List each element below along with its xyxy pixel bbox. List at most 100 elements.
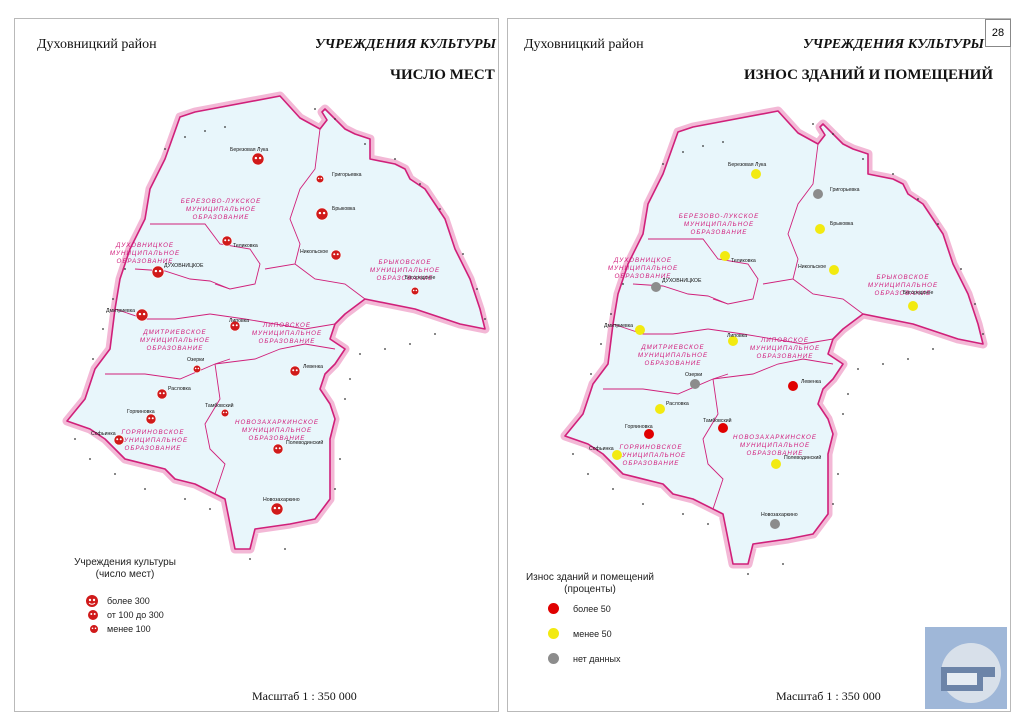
region-name: Духовницкий район	[37, 37, 157, 52]
settlement-label: Левенка	[303, 364, 323, 370]
wear-status-dot	[690, 379, 700, 389]
theatre-mask-icon	[221, 235, 233, 247]
legend-item-under-50: менее 50	[548, 628, 612, 639]
legend-title-line2: (проценты)	[564, 584, 616, 595]
scale-label: Масштаб 1 : 350 000	[776, 689, 881, 703]
neighbor-label-mark	[747, 573, 749, 575]
district-border	[564, 110, 984, 565]
theme-title: УЧРЕЖДЕНИЯ КУЛЬТУРЫ	[315, 37, 497, 52]
neighbor-label-mark	[334, 118, 336, 120]
municipality-border	[612, 323, 709, 335]
theatre-mask-icon	[85, 594, 99, 608]
wear-status-dot	[720, 251, 730, 261]
theatre-mask-icon	[151, 265, 165, 279]
municipality-border	[209, 313, 336, 330]
neighbor-label-mark	[662, 163, 664, 165]
municipality-border	[702, 378, 724, 515]
wear-status-dot	[635, 325, 645, 335]
neighbor-label-mark	[974, 303, 976, 305]
map-title: ИЗНОС ЗДАНИЙ И ПОМЕЩЕНИЙ	[744, 67, 993, 83]
neighbor-label-mark	[74, 438, 76, 440]
neighbor-label-mark	[832, 133, 834, 135]
theatre-mask-icon	[145, 413, 157, 425]
theatre-mask-icon	[330, 249, 342, 261]
neighbor-label-mark	[782, 563, 784, 565]
neighbor-label-mark	[89, 458, 91, 460]
settlement-label: Липовка	[727, 333, 747, 339]
wear-status-dot	[655, 404, 665, 414]
legend-title: Учреждения культуры (число мест)	[65, 557, 185, 581]
neighbor-label-mark	[892, 173, 894, 175]
municipality-border	[707, 328, 834, 345]
neighbor-label-mark	[682, 513, 684, 515]
neighbor-label-mark	[842, 413, 844, 415]
neighbor-label-mark	[600, 343, 602, 345]
neighbor-label-mark	[184, 498, 186, 500]
neighbor-label-mark	[124, 268, 126, 270]
neighbor-label-mark	[359, 353, 361, 355]
wear-status-dot	[728, 336, 738, 346]
settlement-label: Тамбовский	[703, 417, 732, 424]
legend-label: от 100 до 300	[107, 610, 164, 620]
neighbor-label-mark	[144, 488, 146, 490]
red-dot-icon	[548, 603, 559, 614]
legend-label: более 300	[107, 596, 150, 606]
municipality-border	[204, 363, 226, 500]
theatre-mask-icon	[192, 364, 202, 374]
settlement-label: Расловка	[666, 401, 689, 407]
settlement-label: Полеводинский	[784, 454, 821, 461]
neighbor-label-mark	[314, 108, 316, 110]
settlement-label: Софьинка	[589, 446, 614, 452]
theatre-mask-icon	[251, 152, 265, 166]
theatre-mask-icon	[270, 502, 284, 516]
settlement-label: Григорьевка	[830, 187, 860, 193]
neighbor-label-mark	[384, 348, 386, 350]
settlement-label: ДУХОВНИЦКОЕ	[662, 278, 702, 284]
publisher-logo	[925, 627, 1007, 709]
theatre-mask-icon	[220, 408, 230, 418]
settlement-label: Тамбовский	[205, 402, 234, 409]
legend-label: более 50	[573, 603, 611, 614]
theatre-mask-icon	[315, 207, 329, 221]
legend-title-line1: Износ зданий и помещений	[525, 572, 655, 583]
theatre-mask-icon	[289, 365, 301, 377]
wear-status-dot	[815, 224, 825, 234]
wear-status-dot	[908, 301, 918, 311]
gray-dot-icon	[548, 653, 559, 664]
legend-title-line1: Учреждения культуры	[74, 557, 176, 568]
neighbor-label-mark	[409, 343, 411, 345]
municipality-border	[603, 373, 729, 395]
neighbor-label-mark	[907, 358, 909, 360]
settlement-label: Теликовка	[233, 243, 258, 249]
neighbor-label-mark	[419, 183, 421, 185]
settlement-label: Полеводинский	[286, 439, 323, 446]
wear-status-dot	[813, 189, 823, 199]
map-title: ЧИСЛО МЕСТ	[390, 67, 495, 83]
neighbor-label-mark	[612, 488, 614, 490]
neighbor-label-mark	[114, 473, 116, 475]
settlement-label: Теликовка	[731, 258, 756, 264]
neighbor-label-mark	[224, 126, 226, 128]
settlement-label: Богородское	[903, 290, 933, 296]
wear-status-dot	[788, 381, 798, 391]
neighbor-label-mark	[960, 268, 962, 270]
theatre-mask-icon	[113, 434, 125, 446]
wear-status-dot	[829, 265, 839, 275]
legend-label: менее 50	[573, 628, 612, 639]
settlement-label: Дмитриевка	[106, 308, 135, 314]
neighbor-label-mark	[847, 393, 849, 395]
municipality-border	[792, 278, 864, 315]
neighbor-label-mark	[484, 318, 486, 320]
neighbor-label-mark	[394, 158, 396, 160]
